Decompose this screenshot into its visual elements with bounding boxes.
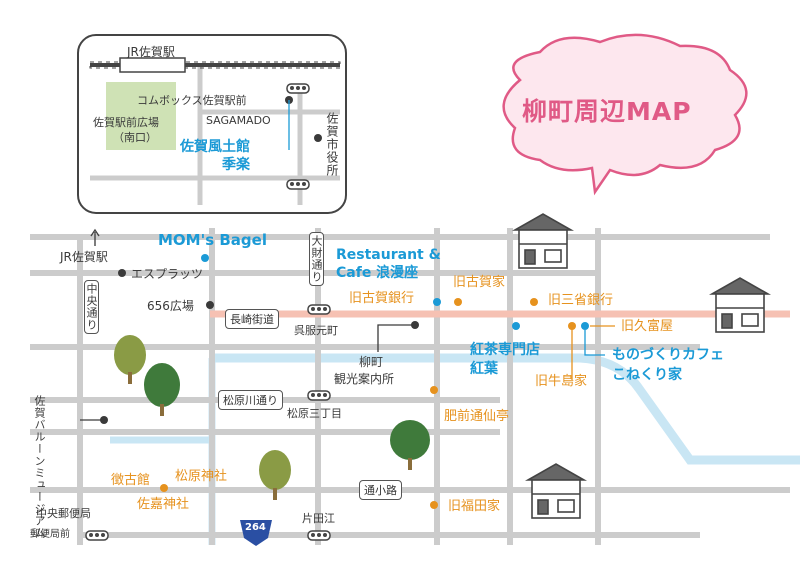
konekuri-cafe-sub[interactable]: こねくり家 (612, 367, 682, 383)
matsubara3-label: 松原三丁目 (287, 407, 342, 420)
espracc-label: エスプラッツ (131, 267, 204, 281)
title-cloud (502, 33, 748, 196)
leader-lines (80, 100, 615, 421)
info-center-label: 柳町 (359, 355, 384, 369)
railway (90, 63, 340, 67)
old-koga-house-label[interactable]: 旧古賀家 (453, 275, 506, 290)
restaurant-sub[interactable]: Cafe 浪漫座 (336, 265, 419, 281)
inset-sagamado-label: SAGAMADO (206, 114, 271, 127)
inset-fudokan-label: 佐賀風土館 (180, 139, 250, 155)
markers-dark (100, 96, 419, 424)
old-koga-bank-label[interactable]: 旧古賀銀行 (349, 291, 415, 306)
inset-kira-label: 季楽 (222, 157, 250, 173)
konekuri-cafe-label[interactable]: ものづくりカフェ (612, 347, 724, 363)
inset-plaza-label: 佐賀駅前広場 (93, 116, 159, 129)
toshoji-label: 通小路 (359, 480, 402, 500)
nagasaki-kaido-label: 長崎街道 (225, 309, 279, 329)
hizen-tsusen-label[interactable]: 肥前通仙亭 (444, 409, 510, 424)
katadae-label: 片田江 (302, 512, 335, 525)
old-ushijima-label[interactable]: 旧牛島家 (535, 374, 588, 389)
markers-blue (201, 254, 589, 330)
restaurant-label[interactable]: Restaurant & (336, 247, 441, 263)
map-title: 柳町周辺MAP (522, 97, 692, 126)
chuo-dori-label: 中央通り (84, 280, 99, 334)
plaza656-label: 656広場 (147, 299, 194, 313)
matsubara-shrine-label[interactable]: 松原神社 (175, 469, 228, 484)
station-box (119, 57, 186, 73)
inset-plaza (106, 82, 176, 150)
tea-shop-label[interactable]: 紅茶専門店 (470, 342, 540, 358)
tree-icon (114, 335, 430, 500)
route-shield (240, 520, 272, 546)
tea-shop-sub[interactable]: 紅葉 (470, 361, 498, 377)
inset-city-hall-label: 佐賀市役所 (325, 112, 339, 177)
otakara-dori-label: 大財通り (309, 232, 324, 286)
inset-plaza-sub: （南口） (113, 131, 157, 144)
river (212, 353, 800, 465)
inset-frame (77, 34, 347, 214)
old-misho-bank-label[interactable]: 旧三省銀行 (548, 293, 614, 308)
chokokan-label[interactable]: 徴古館 (111, 473, 151, 488)
route-number: 264 (245, 522, 266, 533)
jr-station-label: JR佐賀駅 (60, 250, 108, 264)
old-kubotomi-label[interactable]: 旧久富屋 (621, 319, 674, 334)
inset-station-label: JR佐賀駅 (127, 45, 175, 59)
matsubaragawa-label: 松原川通り (218, 390, 283, 410)
signal-dots (89, 86, 327, 537)
up-arrow-icon (90, 228, 100, 246)
post-office-label: 中央郵便局 (36, 507, 91, 520)
saga-shrine-label[interactable]: 佐嘉神社 (137, 497, 190, 512)
house-icon (511, 213, 772, 519)
old-fukuda-label[interactable]: 旧福田家 (448, 499, 501, 514)
balloon-museum-label: 佐賀バルーンミュージアム (33, 395, 46, 539)
info-center-sub: 観光案内所 (334, 372, 395, 386)
post-office-mae-label: 郵便局前 (30, 529, 70, 540)
moms-bagel-label[interactable]: MOM's Bagel (158, 231, 267, 249)
inset-konbox-label: コムボックス佐賀駅前 (137, 94, 247, 107)
gofukumoto-label: 呉服元町 (294, 324, 338, 337)
